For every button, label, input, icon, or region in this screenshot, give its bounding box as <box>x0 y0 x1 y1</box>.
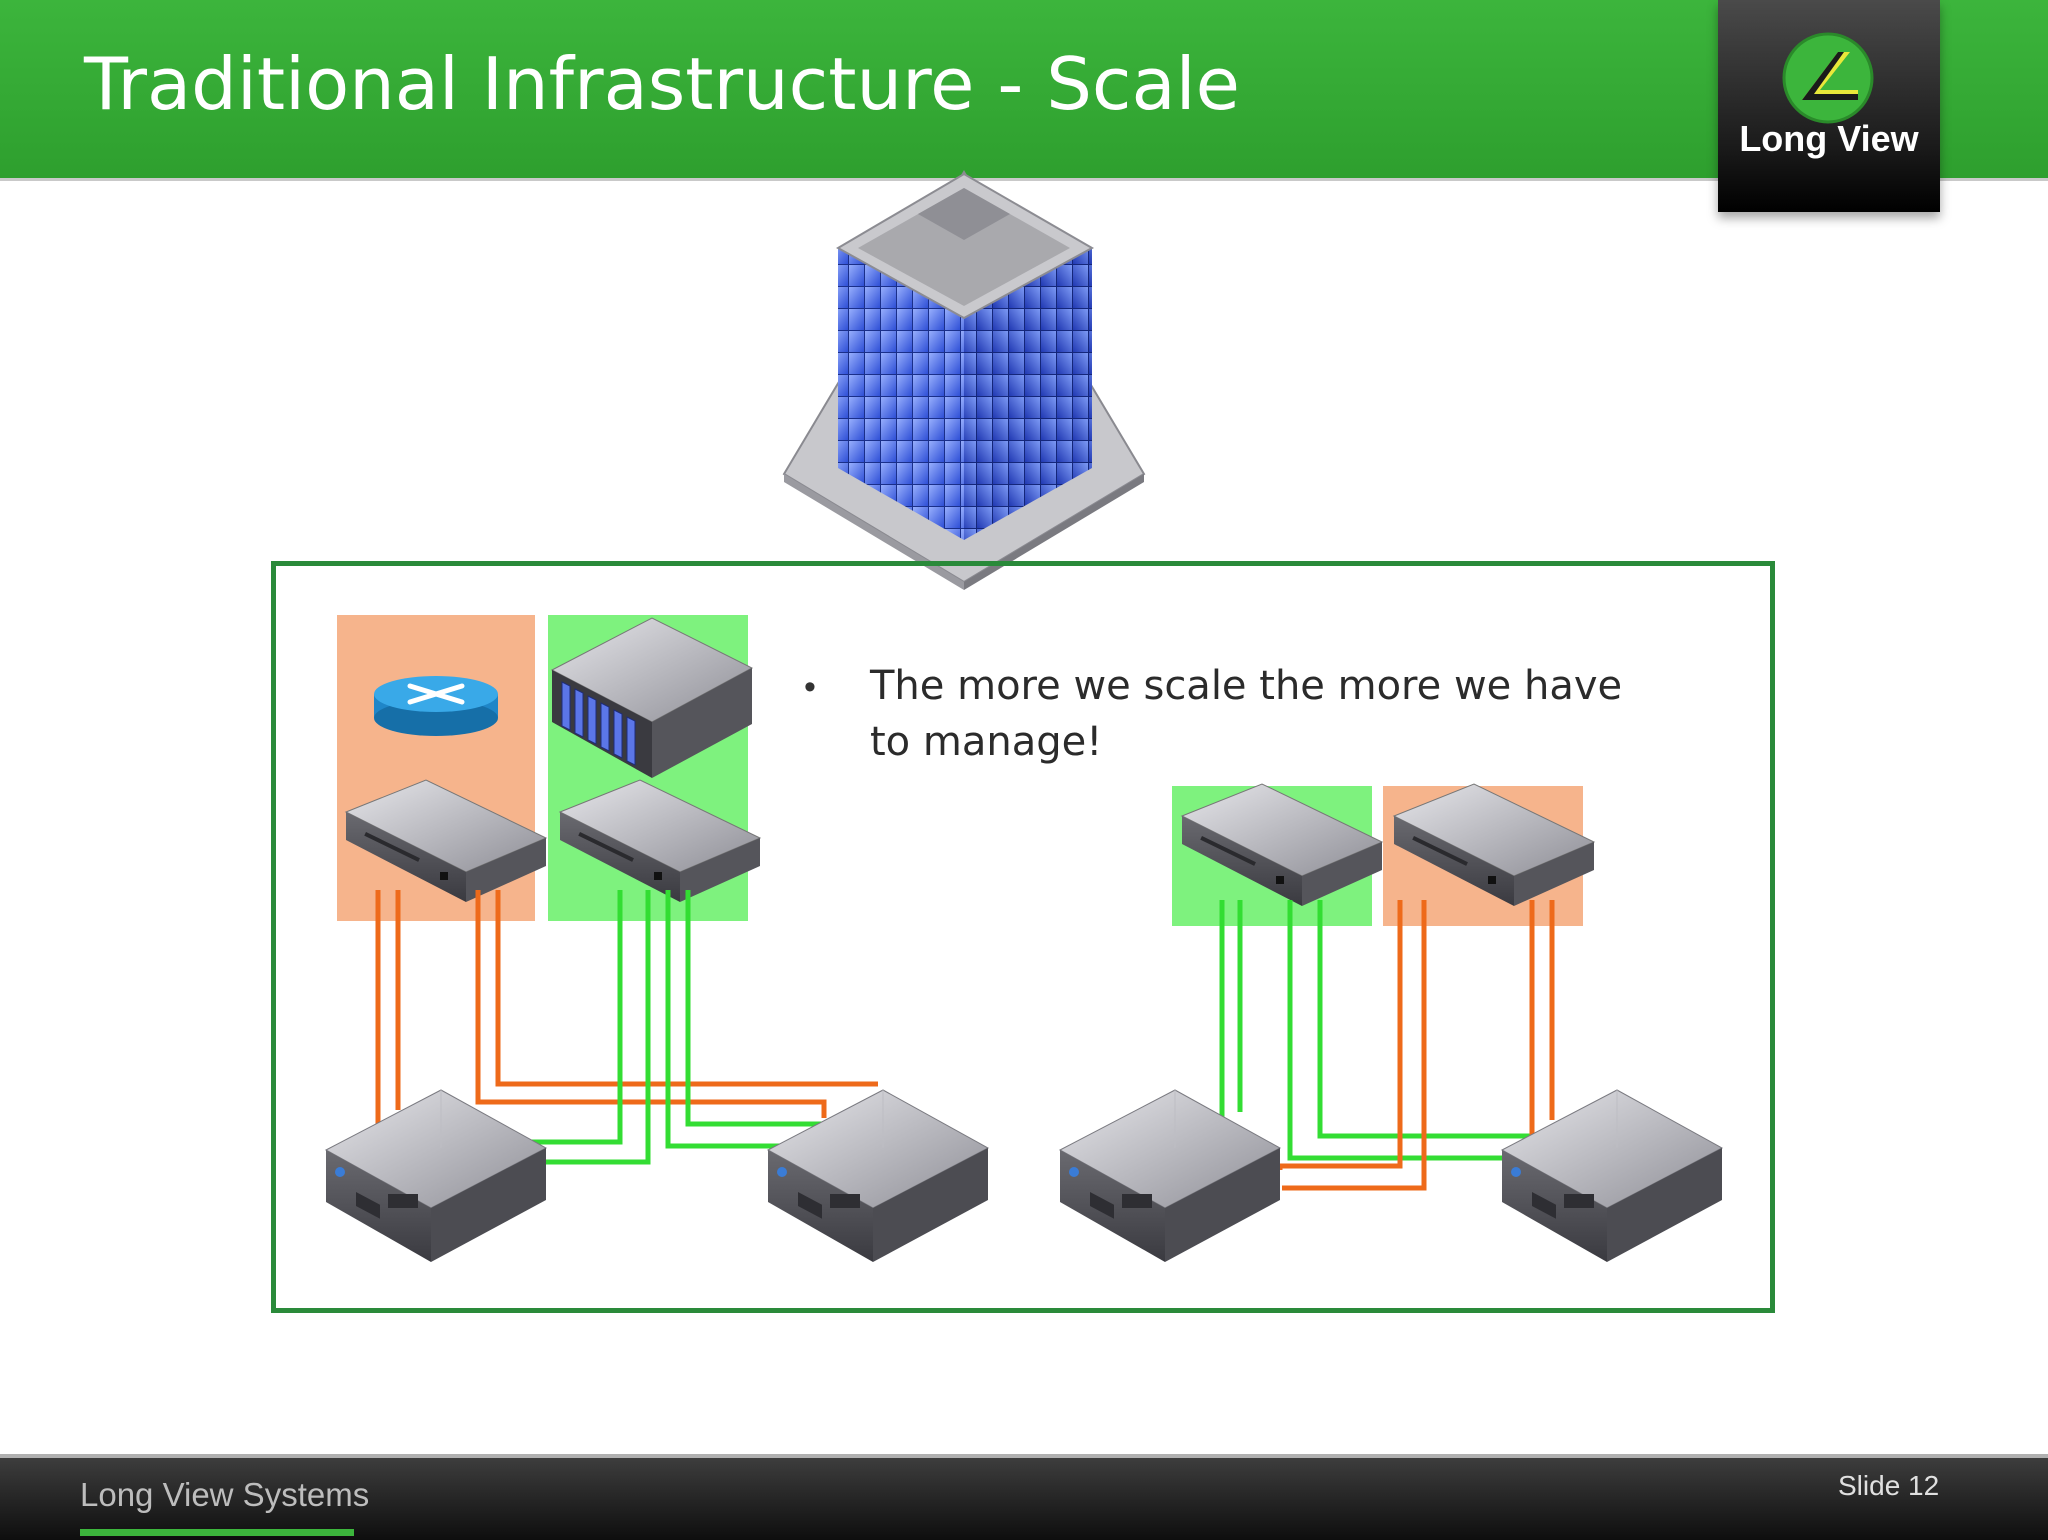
footer-bar <box>0 1454 2048 1540</box>
header-divider <box>0 178 2048 181</box>
company-logo: Long View <box>1718 0 1940 212</box>
header-bar <box>0 0 2048 178</box>
right-cluster-links <box>1219 900 1555 1191</box>
logo-text: Long View <box>1739 118 1919 159</box>
slide-number: Slide 12 <box>1838 1470 1940 1501</box>
cluster-frame <box>271 561 1775 1313</box>
footer-accent-bar <box>80 1529 354 1536</box>
long-view-logo-icon <box>1782 32 1874 124</box>
bullet-marker: • <box>804 668 816 706</box>
footer-company-name: Long View Systems <box>80 1476 370 1513</box>
bullet-text: The more we scale the more we have to ma… <box>870 663 1623 765</box>
slide-title: Traditional Infrastructure - Scale <box>84 42 1240 126</box>
router-icon <box>374 676 498 736</box>
office-building-icon <box>782 170 1146 590</box>
